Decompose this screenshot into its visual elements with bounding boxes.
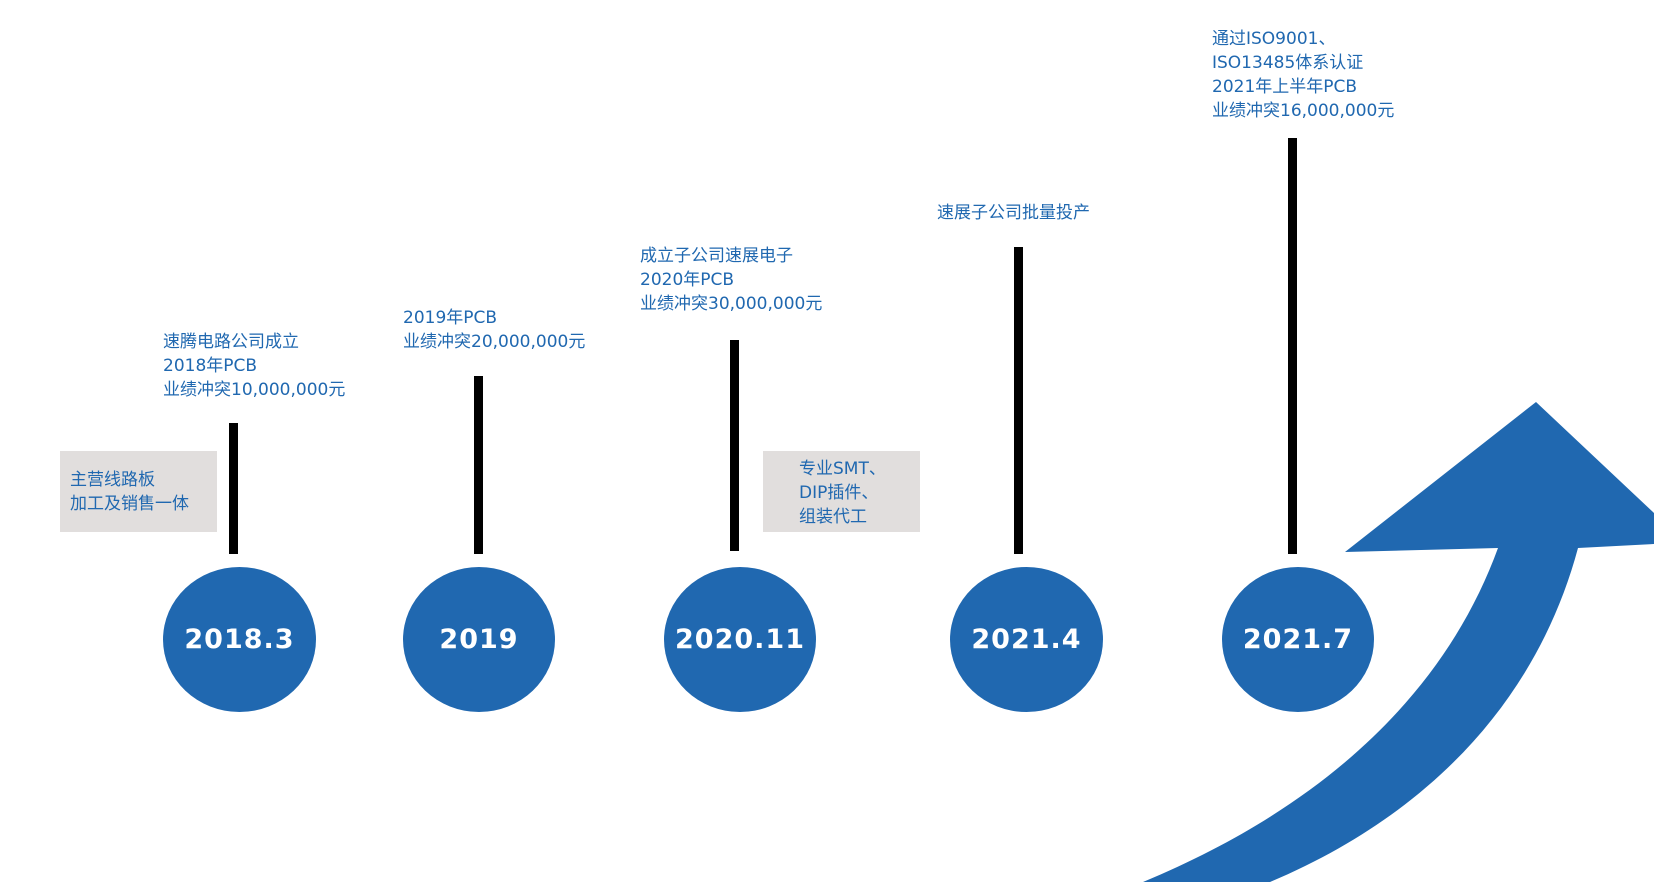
caption-line: 通过ISO9001、: [1212, 29, 1336, 49]
note-line: DIP插件、: [799, 483, 879, 503]
note-line: 主营线路板: [70, 470, 155, 490]
timeline-stem-2021-4: [1014, 247, 1023, 554]
caption-line: 业绩冲突10,000,000元: [163, 380, 346, 400]
milestone-circle-2018-3: 2018.3: [163, 567, 316, 712]
timeline-stem-2021-7: [1288, 138, 1297, 554]
caption-line: 业绩冲突20,000,000元: [403, 332, 586, 352]
milestone-caption-2020-11: 成立子公司速展电子 2020年PCB 业绩冲突30,000,000元: [640, 244, 822, 316]
milestone-caption-2021-4: 速展子公司批量投产: [937, 201, 1090, 225]
caption-line: 成立子公司速展电子: [640, 246, 793, 266]
milestone-caption-2018-3: 速腾电路公司成立 2018年PCB 业绩冲突10,000,000元: [163, 330, 345, 402]
caption-line: 2021年上半年PCB: [1212, 77, 1358, 97]
milestone-circle-2021-7: 2021.7: [1222, 567, 1374, 712]
caption-line: 2020年PCB: [640, 270, 735, 290]
milestone-caption-2021-7: 通过ISO9001、 ISO13485体系认证 2021年上半年PCB 业绩冲突…: [1212, 27, 1394, 123]
timeline-stem-2020-11: [730, 340, 739, 551]
caption-line: 2018年PCB: [163, 356, 258, 376]
milestone-year: 2019: [439, 624, 519, 655]
caption-line: 速展子公司批量投产: [937, 203, 1090, 223]
milestone-circle-2021-4: 2021.4: [950, 567, 1103, 712]
milestone-caption-2019: 2019年PCB 业绩冲突20,000,000元: [403, 306, 585, 354]
milestone-circle-2019: 2019: [403, 567, 555, 712]
milestone-year: 2018.3: [184, 624, 295, 655]
milestone-year: 2020.11: [675, 624, 805, 655]
timeline-stem-2019: [474, 376, 483, 554]
caption-line: 业绩冲突16,000,000元: [1212, 101, 1395, 121]
caption-line: 2019年PCB: [403, 308, 498, 328]
caption-line: 业绩冲突30,000,000元: [640, 294, 823, 314]
note-box-main-business: 主营线路板 加工及销售一体: [60, 451, 217, 532]
timeline-stem-2018-3: [229, 423, 238, 554]
caption-line: ISO13485体系认证: [1212, 53, 1364, 73]
caption-line: 速腾电路公司成立: [163, 332, 299, 352]
milestone-year: 2021.4: [971, 624, 1082, 655]
milestone-circle-2020-11: 2020.11: [664, 567, 816, 712]
note-line: 组装代工: [799, 507, 867, 527]
note-line: 加工及销售一体: [70, 494, 189, 514]
milestone-year: 2021.7: [1242, 624, 1354, 655]
note-line: 专业SMT、: [799, 459, 886, 479]
note-box-smt-services: 专业SMT、 DIP插件、 组装代工: [763, 451, 920, 532]
